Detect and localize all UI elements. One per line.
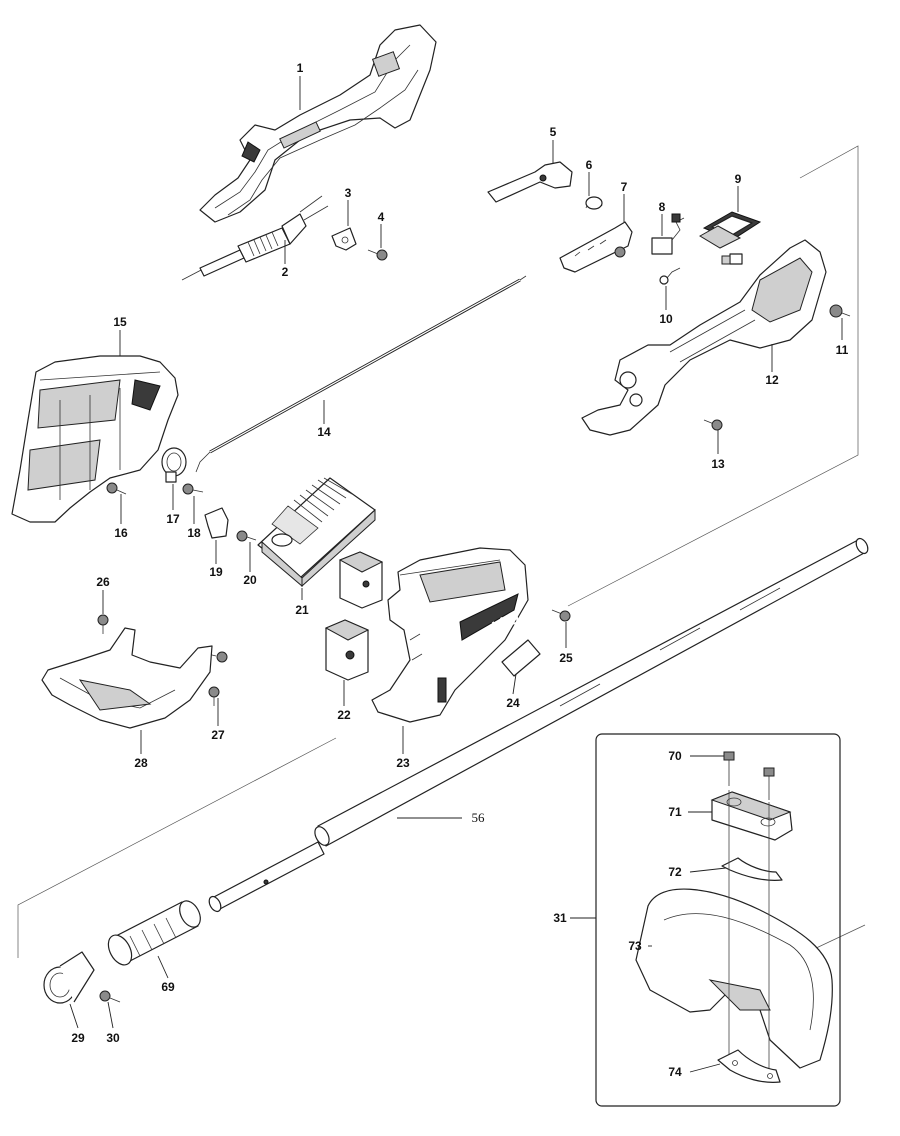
leader-lines [69,76,843,1073]
part-8-switch [651,213,685,255]
part-27-screws [207,651,228,706]
label-part-26: 26 [96,575,110,589]
label-part-18: 18 [187,526,201,540]
part-28-guard-bracket [41,627,213,729]
part-13-screw [703,419,723,431]
part-5-switch-lever [487,161,573,203]
label-part-30: 30 [106,1031,120,1045]
label-part-4: 4 [378,210,385,224]
label-part-7: 7 [621,180,628,194]
label-part-6: 6 [586,158,593,172]
part-20-screw [236,530,257,542]
part-4-screw [367,249,388,261]
part-19-bracket [204,507,229,539]
part-1-handle-housing [199,24,437,223]
label-part-29: 29 [71,1031,85,1045]
part-number-labels: 1 2 3 4 5 6 7 8 9 10 11 12 13 14 15 16 1… [71,61,848,1079]
part-29-end-cap [43,951,95,1004]
label-part-31: 31 [553,911,567,925]
part-72-upper-u-clamp [721,857,783,881]
label-part-14: 14 [317,425,331,439]
label-part-2: 2 [282,265,289,279]
part-30-screw [99,990,121,1003]
part-7-lock-lever [559,221,633,273]
part-74-lower-clamp [717,1049,781,1083]
part-12-rear-handle-housing [581,239,827,436]
part-16-screw [106,482,127,495]
label-part-72: 72 [668,865,682,879]
assembly-frame-lines [17,145,866,958]
part-24-label [501,639,541,677]
label-part-19: 19 [209,565,223,579]
label-part-69: 69 [161,980,175,994]
part-31-loop-handle-assembly [595,733,841,1107]
label-part-9: 9 [735,172,742,186]
label-part-17: 17 [166,512,180,526]
label-part-12: 12 [765,373,779,387]
label-part-15: 15 [113,315,127,329]
label-part-73: 73 [628,939,642,953]
part-9-button-pads [699,211,762,265]
part-15-motor-housing [11,355,179,523]
part-22-switch-block [324,551,384,681]
part-6-spring [585,196,603,210]
label-part-21: 21 [295,603,309,617]
label-part-10: 10 [659,312,673,326]
label-part-70: 70 [668,749,682,763]
label-part-23: 23 [396,756,410,770]
part-70-bolts [723,751,775,800]
label-part-25: 25 [559,651,573,665]
part-73-loop-handle [635,790,833,1069]
part-25-screw [551,609,571,622]
label-part-56: 56 [472,810,486,825]
part-11-screw [829,304,851,318]
label-part-22: 22 [337,708,351,722]
label-part-74: 74 [668,1065,682,1079]
part-18-screw [182,483,204,495]
part-21-controller [257,477,376,588]
part-2-cord [181,195,329,281]
label-part-1: 1 [297,61,304,75]
part-69-grip [107,900,201,966]
label-part-20: 20 [243,573,257,587]
label-part-8: 8 [659,200,666,214]
part-17-clamp-ring [161,447,187,483]
part-3-clamp [331,227,357,251]
label-part-28: 28 [134,756,148,770]
label-part-11: 11 [836,343,849,357]
part-14-drive-cable [195,275,527,473]
label-part-5: 5 [550,125,557,139]
part-56-shaft-pipe [208,537,869,913]
part-71-clamp-cap [710,791,793,841]
part-23-front-housing: makita [371,547,529,723]
label-part-27: 27 [211,728,225,742]
label-part-71: 71 [668,805,682,819]
part-26-screw [97,614,109,634]
label-part-3: 3 [345,186,352,200]
label-part-16: 16 [114,526,128,540]
label-part-24: 24 [506,696,520,710]
part-10-torsion-spring [659,267,681,285]
label-part-13: 13 [711,457,725,471]
